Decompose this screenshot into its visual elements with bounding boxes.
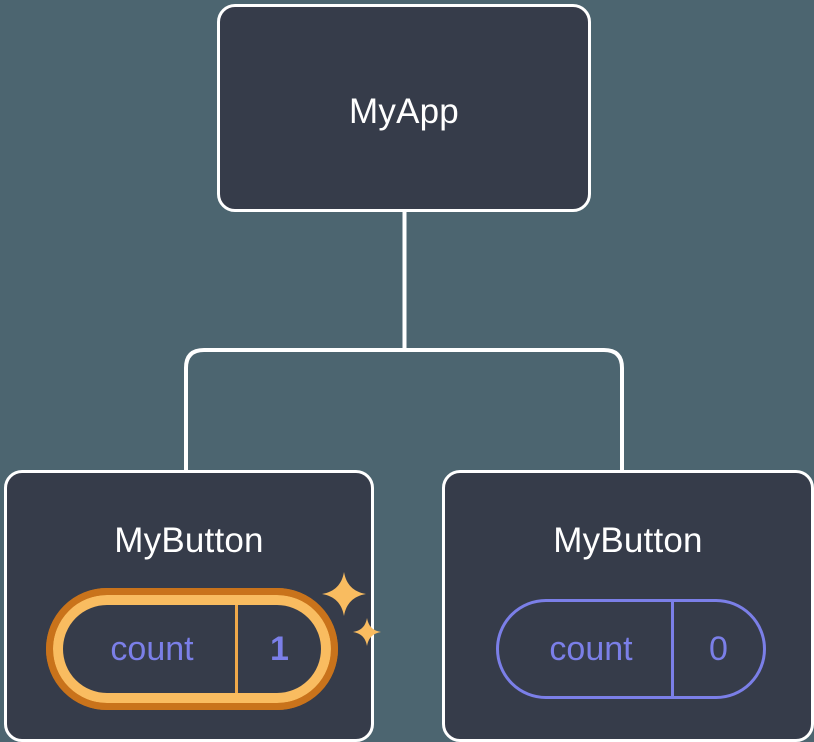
- node-mybutton-right-label: MyButton: [553, 521, 703, 560]
- node-myapp[interactable]: MyApp: [217, 4, 591, 212]
- connector-bracket: [184, 348, 624, 470]
- node-mybutton-left-label: MyButton: [114, 521, 264, 560]
- state-pill-right-wrapper: count 0: [496, 599, 766, 699]
- node-mybutton-left[interactable]: MyButton count 1: [4, 470, 381, 742]
- node-myapp-label: MyApp: [349, 92, 459, 131]
- state-pill-left-wrapper: count 1: [46, 572, 417, 710]
- state-pill-left[interactable]: count 1: [46, 588, 338, 710]
- sparkle-icon-small: [352, 617, 382, 647]
- state-pill-left-key: count: [63, 605, 238, 693]
- state-pill-right-value: 0: [709, 629, 728, 668]
- state-pill-right[interactable]: count 0: [496, 599, 766, 699]
- state-pill-right-key: count: [499, 602, 674, 696]
- state-pill-left-value: 1: [270, 629, 289, 668]
- node-mybutton-right[interactable]: MyButton count 0: [442, 470, 814, 742]
- sparkle-icon-large: [321, 571, 367, 617]
